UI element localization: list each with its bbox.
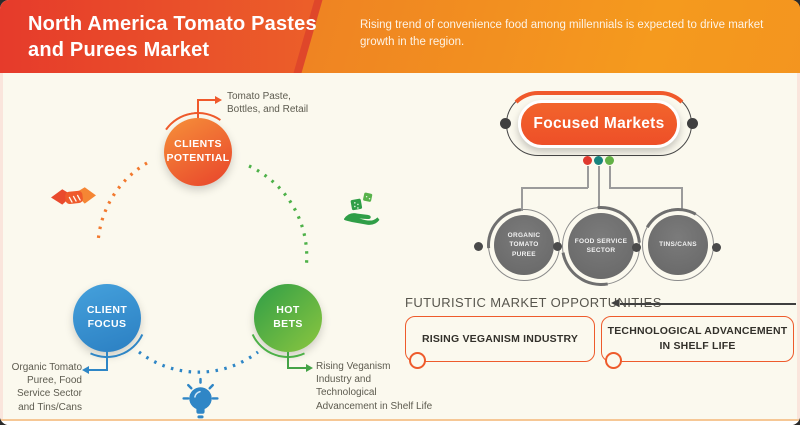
branch-line <box>598 166 600 209</box>
connector-line <box>287 352 289 369</box>
dotted-arc-green <box>248 164 309 270</box>
branch-dot-teal <box>594 156 603 165</box>
cycle-node-client-focus: CLIENT FOCUS <box>55 266 159 370</box>
box-corner-circle <box>409 352 426 369</box>
dotted-arc-blue <box>138 350 259 374</box>
market-side-dot <box>712 243 721 252</box>
heading-arrow-line <box>620 303 796 305</box>
node-ring-arc <box>151 105 245 199</box>
handshake-icon <box>50 184 97 215</box>
branch-dot-red <box>583 156 592 165</box>
node-label: HOT BETS <box>273 304 303 330</box>
annotation-hot-bets: Rising Veganism Industry and Technologic… <box>316 361 433 412</box>
dotted-arc-orange <box>96 161 148 244</box>
branch-line <box>587 166 589 188</box>
outline-side-dot-right <box>687 118 698 129</box>
opportunity-box-veganism: RISING VEGANISM INDUSTRY <box>405 316 595 369</box>
node-label: CLIENTS POTENTIAL <box>166 138 230 164</box>
right-edge-border <box>797 73 800 419</box>
connector-line <box>288 367 306 369</box>
header-subtitle: Rising trend of convenience food among m… <box>360 19 764 48</box>
branch-line <box>609 187 682 189</box>
opportunity-label: TECHNOLOGICAL ADVANCEMENT IN SHELF LIFE <box>607 325 788 352</box>
bottom-accent-line <box>0 418 800 421</box>
focused-markets-outline-accent <box>505 91 693 157</box>
bottom-strip <box>0 421 800 425</box>
annotation-clients-potential: Tomato Paste, Bottles, and Retail <box>227 91 309 116</box>
market-circle-food-service-sector: FOOD SERVICE SECTOR <box>544 189 658 303</box>
branch-line <box>681 187 683 211</box>
futuristic-opportunities-heading: FUTURISTIC MARKET OPPORTUNITIES <box>405 295 662 310</box>
node-label: CLIENT FOCUS <box>86 304 128 330</box>
focused-markets-title: Focused Markets <box>533 115 665 132</box>
annotation-client-focus: Organic Tomato Puree, Food Service Secto… <box>11 362 82 413</box>
connector-line <box>198 99 215 101</box>
branch-line <box>521 187 588 189</box>
focused-markets-pill: Focused Markets <box>518 100 680 148</box>
market-side-dot <box>553 242 562 251</box>
opportunity-label: RISING VEGANISM INDUSTRY <box>421 332 579 345</box>
box-corner-circle <box>605 352 622 369</box>
branch-line <box>609 166 611 188</box>
market-side-dot <box>474 242 483 251</box>
cycle-node-hot-bets: HOT BETS <box>236 266 340 370</box>
opportunity-box-shelf-life: TECHNOLOGICAL ADVANCEMENT IN SHELF LIFE <box>601 316 794 369</box>
arrowhead-right <box>306 363 313 372</box>
left-edge-border <box>0 73 3 419</box>
branch-line <box>521 187 523 211</box>
page-title: North America Tomato Pastes and Purees M… <box>28 13 317 61</box>
arrowhead-left-icon <box>611 299 619 307</box>
market-side-dot <box>632 243 641 252</box>
branch-dot-green <box>605 156 614 165</box>
cycle-node-clients-potential: CLIENTS POTENTIAL <box>151 105 245 199</box>
money-hand-icon <box>343 189 380 228</box>
market-circle-tins-cans: TINS/CANS <box>632 199 724 291</box>
connector-line <box>106 352 108 371</box>
arrowhead-left <box>82 366 89 374</box>
connector-line <box>197 99 199 118</box>
circle-ring-arc <box>632 199 724 291</box>
connector-line <box>89 369 107 371</box>
market-circle-organic-tomato-puree: ORGANIC TOMATO PUREE <box>471 192 577 298</box>
header-banner: North America Tomato Pastes and Purees M… <box>0 0 800 73</box>
outline-side-dot-left <box>500 118 511 129</box>
content-area: CLIENTS POTENTIAL Tomato Paste, Bottles,… <box>0 73 800 425</box>
lightbulb-icon <box>180 377 221 424</box>
arrowhead-right <box>215 95 222 104</box>
